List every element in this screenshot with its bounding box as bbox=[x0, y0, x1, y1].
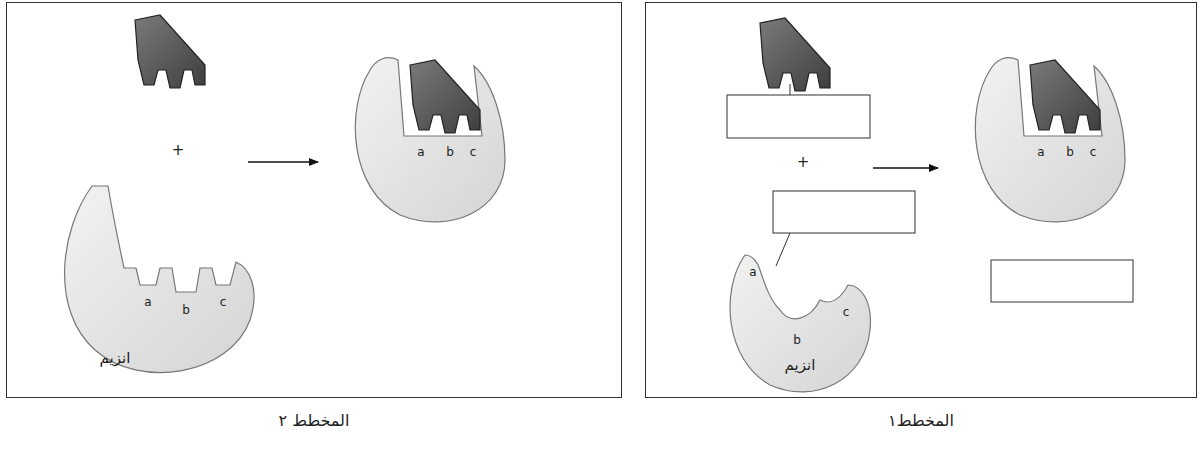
site-letter: c bbox=[843, 306, 850, 318]
enzyme bbox=[730, 255, 870, 392]
enzyme-substrate-complex bbox=[355, 58, 505, 222]
site-letter: a bbox=[417, 146, 424, 158]
site-letter: b bbox=[182, 304, 190, 316]
answer-box bbox=[773, 191, 915, 233]
enzyme-label: انزيم bbox=[100, 351, 131, 366]
reaction-arrow bbox=[248, 161, 318, 163]
leader-line bbox=[790, 84, 791, 95]
diagram-panel: المخطط١ bbox=[645, 2, 1197, 398]
substrate bbox=[135, 15, 205, 88]
answer-box bbox=[991, 260, 1133, 302]
diagram-panel: المخطط ٢ bbox=[6, 2, 622, 398]
site-letter: c bbox=[220, 296, 227, 308]
leader-line bbox=[776, 233, 790, 266]
site-letter: c bbox=[470, 146, 477, 158]
enzyme-substrate-complex bbox=[975, 58, 1125, 222]
site-letter: b bbox=[446, 146, 454, 158]
site-letter: b bbox=[1066, 146, 1074, 158]
plus-sign: + bbox=[172, 143, 185, 158]
site-letter: a bbox=[144, 296, 151, 308]
plus-sign: + bbox=[797, 155, 810, 170]
site-letter: a bbox=[749, 266, 756, 278]
panel-caption: المخطط ٢ bbox=[7, 411, 621, 430]
enzyme bbox=[65, 186, 254, 373]
site-letter: b bbox=[793, 334, 801, 346]
panel-caption: المخطط١ bbox=[646, 411, 1196, 430]
site-letter: c bbox=[1090, 146, 1097, 158]
enzyme-label: انزيم bbox=[785, 358, 816, 373]
substrate bbox=[760, 18, 830, 91]
reaction-arrow bbox=[873, 167, 938, 169]
site-letter: a bbox=[1037, 146, 1044, 158]
answer-box bbox=[727, 95, 870, 138]
